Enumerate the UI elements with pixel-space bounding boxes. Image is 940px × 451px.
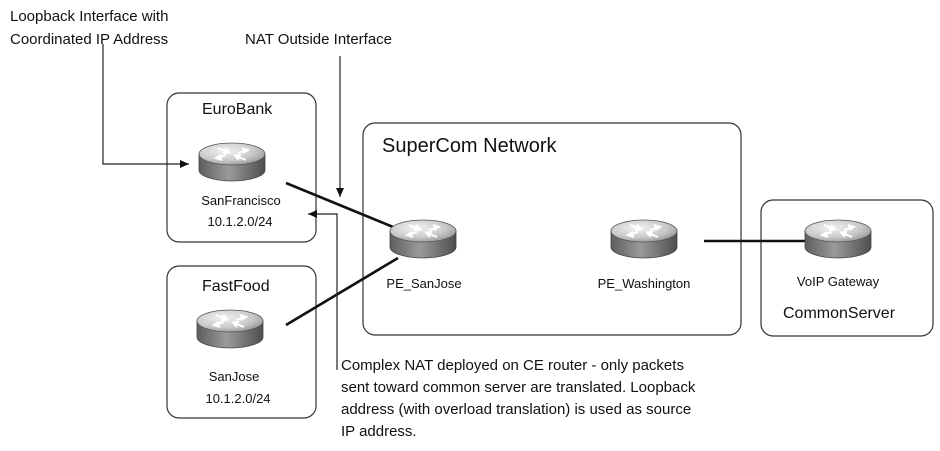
router-icon: [610, 219, 678, 259]
complex-nat-callout-arrow: [308, 210, 338, 370]
nat-outside-callout: NAT Outside Interface: [245, 31, 392, 48]
eurobank-subnet: 10.1.2.0/24: [207, 214, 272, 229]
note-line: sent toward common server are translated…: [341, 379, 696, 396]
pe-sanjose-label: PE_SanJose: [386, 276, 461, 291]
router-icon: [198, 142, 266, 182]
eurobank-title: EuroBank: [202, 101, 273, 118]
sanfrancisco-label: SanFrancisco: [201, 193, 280, 208]
supercom-title: SuperCom Network: [382, 135, 558, 157]
router-icon: [804, 219, 872, 259]
fastfood-title: FastFood: [202, 278, 270, 295]
fastfood-subnet: 10.1.2.0/24: [205, 391, 270, 406]
note-line: Complex NAT deployed on CE router - only…: [341, 357, 684, 374]
commonserver-title: CommonServer: [783, 305, 896, 322]
complex-nat-note: Complex NAT deployed on CE router - only…: [341, 355, 811, 443]
note-line: address (with overload translation) is u…: [341, 401, 692, 418]
pe-washington-label: PE_Washington: [598, 276, 691, 291]
sanjose-label: SanJose: [209, 369, 260, 384]
loopback-callout-line1: Loopback Interface with: [10, 8, 168, 25]
voip-gateway-label: VoIP Gateway: [797, 274, 880, 289]
note-line: IP address.: [341, 423, 417, 440]
link-sanfrancisco-pe-sanjose: [285, 181, 399, 231]
commonserver-box: [760, 199, 934, 337]
supercom-box: [362, 122, 742, 336]
loopback-callout-arrow: [102, 44, 189, 168]
router-icon: [389, 219, 457, 259]
link-sanjose-pe-sanjose: [285, 256, 399, 327]
loopback-callout-line2: Coordinated IP Address: [10, 31, 168, 48]
router-icon: [196, 309, 264, 349]
